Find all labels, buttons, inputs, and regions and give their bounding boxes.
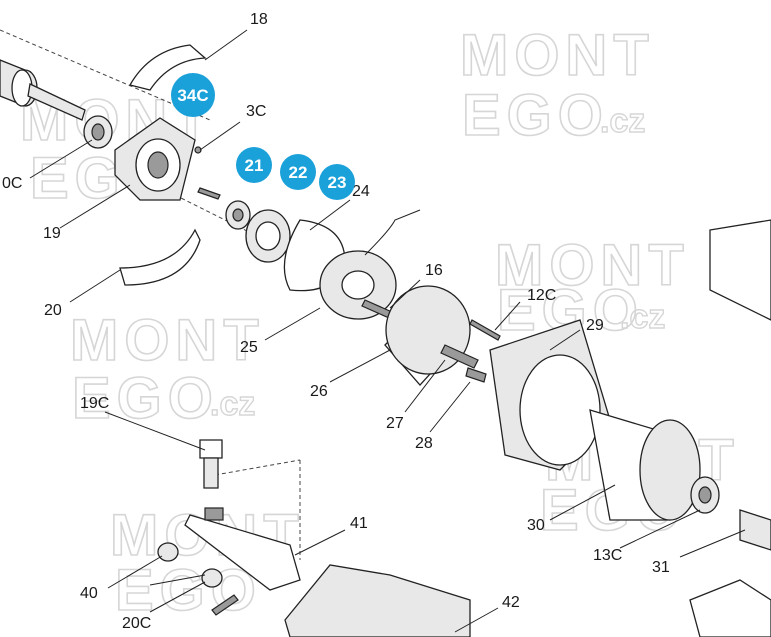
watermark-cz: .cz	[600, 102, 645, 140]
part-tube-edge	[709, 219, 771, 321]
watermark-mont: MONT	[70, 308, 265, 373]
part-coupling	[225, 200, 251, 230]
label-28: 28	[415, 435, 433, 452]
highlight-callouts: 34C 21 22 23	[171, 73, 355, 200]
label-27: 27	[386, 415, 404, 432]
watermark-group: MONT EGO .cz MONT EGO .cz MONT EGO .cz M…	[19, 22, 734, 624]
part-bracket-41	[184, 514, 301, 591]
part-screw-12c	[469, 319, 501, 341]
callout-22[interactable]: 22	[280, 154, 316, 190]
callout-21-text: 21	[245, 156, 264, 175]
label-3c: 3C	[246, 103, 266, 120]
part-pin	[211, 594, 239, 616]
label-25: 25	[240, 339, 258, 356]
part-sleeve-30	[589, 409, 701, 521]
axis-dashed-line	[214, 459, 301, 476]
part-screw-3c	[194, 146, 202, 154]
label-0c: 0C	[2, 175, 22, 192]
part-bolt-19c	[199, 439, 223, 489]
watermark-ego: EGO	[115, 558, 262, 623]
part-pin-21	[197, 187, 221, 200]
callout-22-text: 22	[289, 163, 308, 182]
watermark-cz: .cz	[620, 298, 665, 336]
part-stator-29	[489, 319, 611, 471]
callout-23-circle[interactable]	[319, 164, 355, 200]
label-16: 16	[425, 262, 443, 279]
callout-34c[interactable]: 34C	[171, 73, 215, 117]
part-motor-shaft	[0, 59, 86, 121]
label-18: 18	[250, 11, 268, 28]
part-washer-22	[245, 209, 291, 263]
label-30: 30	[527, 517, 545, 534]
watermark-ego: EGO	[72, 366, 219, 431]
watermark-cz: .cz	[210, 385, 255, 423]
label-19: 19	[43, 225, 61, 242]
label-41: 41	[350, 515, 368, 532]
part-fragment	[689, 579, 771, 637]
axis-dashed-line	[174, 194, 256, 236]
part-base-42	[284, 564, 471, 637]
part-nut-28	[465, 367, 487, 383]
part-shaft-27	[440, 344, 479, 369]
part-cover-18	[129, 44, 207, 91]
label-29: 29	[586, 317, 604, 334]
label-42: 42	[502, 594, 520, 611]
callout-23-text: 23	[328, 173, 347, 192]
leader-lines	[29, 29, 746, 633]
label-31: 31	[652, 559, 670, 576]
watermark-mont: MONT	[460, 23, 655, 88]
label-40: 40	[80, 585, 98, 602]
callout-22-circle[interactable]	[280, 154, 316, 190]
part-nut-20c	[201, 568, 223, 588]
watermark-mont: MONT	[495, 233, 690, 298]
part-clip	[204, 507, 224, 521]
watermark-ego: EGO	[462, 83, 609, 148]
part-shaft-31	[739, 509, 771, 551]
label-20: 20	[44, 302, 62, 319]
part-labels: 18 3C 0C 19 24 20 16 12C 29 25 26 27 28 …	[2, 11, 670, 632]
label-13c: 13C	[593, 547, 622, 564]
part-spacer-40	[157, 542, 179, 562]
part-bearing-0c	[83, 115, 113, 149]
callout-34c-circle[interactable]	[171, 73, 215, 117]
callout-21[interactable]: 21	[236, 147, 272, 183]
label-12c: 12C	[527, 287, 556, 304]
label-24: 24	[352, 183, 370, 200]
label-20c: 20C	[122, 615, 151, 632]
part-housing-19	[114, 117, 196, 201]
part-brake-ring-25	[319, 209, 421, 320]
callout-34c-text: 34C	[177, 86, 208, 105]
callout-23[interactable]: 23	[319, 164, 355, 200]
part-cover-20	[119, 228, 201, 286]
part-bearing-13c	[690, 476, 720, 514]
label-26: 26	[310, 383, 328, 400]
callout-21-circle[interactable]	[236, 147, 272, 183]
label-19c: 19C	[80, 395, 109, 412]
